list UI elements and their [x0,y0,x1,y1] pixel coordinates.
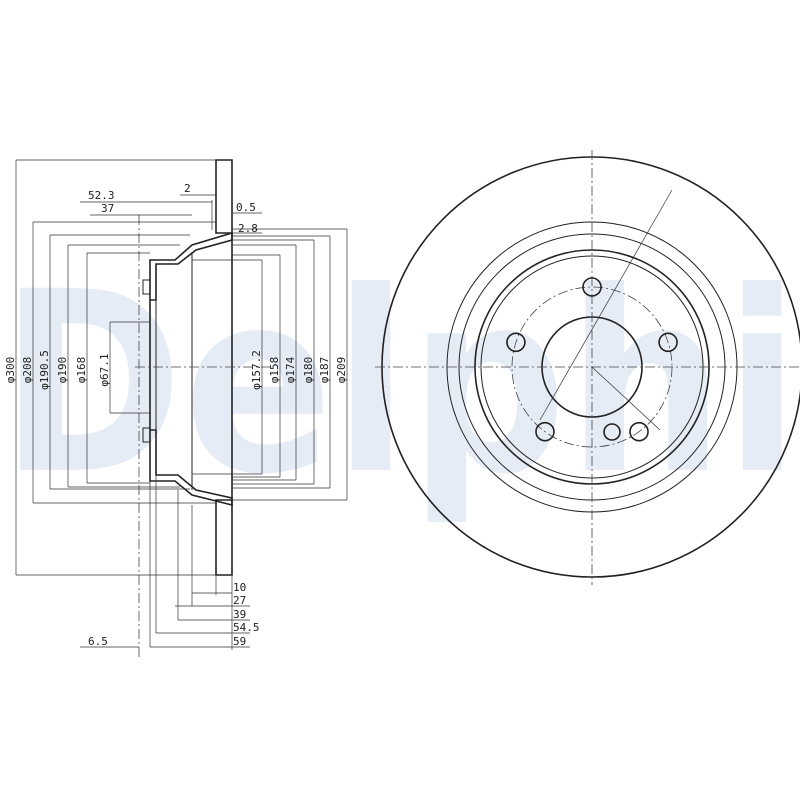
dim-d209: φ209 [335,357,348,384]
dim-d187: φ187 [318,357,331,384]
bolt-hole [658,332,678,353]
bolt-hole [629,421,649,442]
section-view [135,159,270,660]
dim-d208: φ208 [21,357,34,384]
dim-2: 2 [184,182,191,195]
dim-27: 27 [233,594,246,607]
dim-d67-1: φ67.1 [98,353,111,386]
dim-10: 10 [233,581,246,594]
dim-37: 37 [101,202,114,215]
delphi-watermark: Delphi [0,238,800,529]
dim-d190: φ190 [56,357,69,384]
hat-upper [149,231,233,301]
dim-52-3: 52.3 [88,189,115,202]
locating-pin-hole [603,423,621,441]
dim-6-5: 6.5 [88,635,108,648]
dim-59: 59 [233,635,246,648]
bolt-hole [506,332,526,353]
dim-d190-5: φ190.5 [38,350,51,390]
front-view [375,150,800,585]
bolt-hole [535,421,555,442]
bolt-hole [582,277,602,297]
dim-0-5: 0.5 [236,201,256,214]
dim-54-5: 54.5 [233,621,260,634]
dimension-labels: φ300 φ208 φ190.5 φ190 φ168 φ67.1 φ157.2 … [4,182,348,648]
dim-2-8: 2.8 [238,222,258,235]
dim-d158: φ158 [268,357,281,384]
bolt-holes [506,277,678,442]
dim-d157-2: φ157.2 [250,350,263,390]
dim-d180: φ180 [302,357,315,384]
dim-d174: φ174 [284,356,297,383]
dim-d168: φ168 [75,357,88,384]
dimension-lines [15,159,348,650]
dim-39: 39 [233,608,246,621]
dim-d300: φ300 [4,357,17,384]
